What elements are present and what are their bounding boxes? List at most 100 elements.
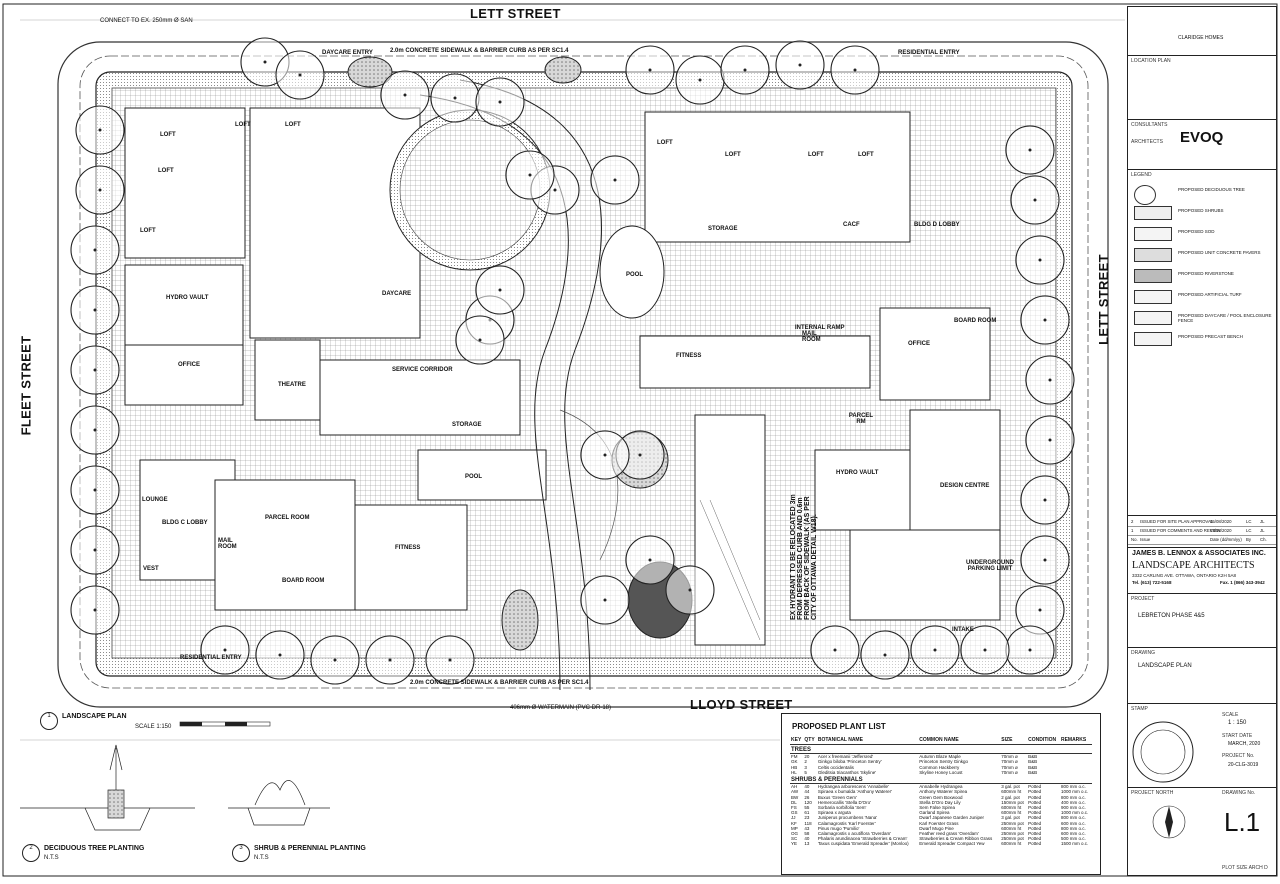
room-loft-5: LOFT xyxy=(285,122,301,128)
top-sidewalk-note: 2.0m CONCRETE SIDEWALK & BARRIER CURB AS… xyxy=(390,48,569,54)
plant-list-header-cell: COMMON NAME xyxy=(918,736,1001,745)
plant-list-cell: Potted xyxy=(1028,794,1042,800)
legend-swatch xyxy=(1134,248,1172,262)
tree-trunk-mark xyxy=(648,558,652,562)
plant-list-cell: Potted xyxy=(1028,841,1042,847)
tree-trunk-mark xyxy=(93,248,97,252)
plant-list-cell: 600mm ht xyxy=(1001,805,1022,811)
plant-list-cell: 61 xyxy=(804,810,810,816)
detail-3-title: SHRUB & PERENNIAL PLANTING xyxy=(254,845,366,852)
tree-trunk-mark xyxy=(1043,498,1047,502)
firm-sub: LANDSCAPE ARCHITECTS xyxy=(1132,560,1255,571)
plant-list-cell: Acer x freemanii 'Jeffersred' xyxy=(817,754,874,760)
plant-list-cell: Spiraea x bumalda 'Anthony Waterer' xyxy=(817,789,892,795)
legend-label: PROPOSED DAYCARE / POOL ENCLOSURE FENCE xyxy=(1178,313,1272,323)
tree-trunk-mark xyxy=(688,588,692,592)
project-label: PROJECT xyxy=(1131,596,1155,602)
plant-list-cell: Autumn Blaze Maple xyxy=(919,754,961,760)
plant-list-cell: FS xyxy=(791,805,797,811)
room-storage-e: STORAGE xyxy=(708,226,738,232)
room-vest: VEST xyxy=(143,566,159,572)
internal-ramp-label: INTERNAL RAMP xyxy=(795,325,845,331)
tree-trunk-mark xyxy=(528,173,532,177)
plant-list-cell: AW xyxy=(791,789,799,795)
plant-list-cell: 5 xyxy=(804,769,807,775)
tree-trunk-mark xyxy=(478,338,482,342)
plant-list-cell: Juniperus procumbens 'Nana' xyxy=(817,815,878,821)
plant-list-cell: 900 mm o.c. xyxy=(1060,805,1086,811)
firm-address: 3332 CARLING AVE. OTTAWA, ONTARIO K2H 5A… xyxy=(1132,573,1236,578)
tree-trunk-mark xyxy=(698,78,702,82)
issue-cell: 03/04/2020 xyxy=(1210,528,1232,533)
plant-list-cell: 13 xyxy=(804,841,810,847)
plant-list-cell: Princeton Sentry Ginkgo xyxy=(919,759,969,765)
legend-label: PROPOSED PRECAST BENCH xyxy=(1178,334,1243,339)
tree-trunk-mark xyxy=(93,308,97,312)
tree-trunk-mark xyxy=(553,188,557,192)
detail-1-scale: SCALE 1:150 xyxy=(135,724,172,730)
connect-san-note: CONNECT TO EX. 250mm Ø SAN xyxy=(100,18,193,24)
tree-trunk-mark xyxy=(388,658,392,662)
plant-list-cell: Common Hackberry xyxy=(919,764,960,770)
plant-list-cell: Potted xyxy=(1028,784,1042,790)
room-bldg-c-lobby: BLDG C LOBBY xyxy=(162,520,208,526)
plant-list-cell: 1000 mm o.c. xyxy=(1060,789,1089,795)
plant-list-cell: Gleditsia triacanthos 'Skyline' xyxy=(817,769,877,775)
plant-list-cell: 3 xyxy=(804,764,807,770)
room-storage-w: STORAGE xyxy=(452,422,482,428)
plant-list-cell: Strawberries & Cream Ribbon Grass xyxy=(919,836,993,842)
project-north-label: PROJECT NORTH xyxy=(1131,790,1174,796)
plant-list-cell: GS xyxy=(791,810,798,816)
project-no-label: PROJECT No. xyxy=(1222,753,1255,759)
legend-item: PROPOSED UNIT CONCRETE PAVERS xyxy=(1134,248,1274,262)
tree-trunk-mark xyxy=(853,68,857,72)
tree-trunk-mark xyxy=(603,453,607,457)
tree-trunk-mark xyxy=(93,368,97,372)
plant-list-cell: Buxus 'Green Gem' xyxy=(817,794,857,800)
plant-list-cell: 2 xyxy=(804,759,807,765)
tree-trunk-mark xyxy=(983,648,987,652)
detail-2-number: 2 xyxy=(22,844,40,862)
drawing-name: LANDSCAPE PLAN xyxy=(1138,663,1192,669)
plant-list-group-row: TREES xyxy=(790,744,1092,755)
room-loft-1: LOFT xyxy=(160,132,176,138)
plant-list-group-label: SHRUBS & PERENNIALS xyxy=(790,775,1092,785)
detail-1-number: 1 xyxy=(40,712,58,730)
room-loft-8: LOFT xyxy=(808,152,824,158)
plant-list-cell: HB xyxy=(791,764,798,770)
client-name: CLARIDGE HOMES xyxy=(1178,35,1224,41)
plant-list-header-cell: BOTANICAL NAME xyxy=(816,736,919,745)
tree-trunk-mark xyxy=(1033,198,1037,202)
room-design-centre: DESIGN CENTRE xyxy=(940,483,990,489)
tree-trunk-mark xyxy=(93,428,97,432)
start-date-label: START DATE xyxy=(1222,733,1253,739)
plant-list-cell: 1000 mm o.c. xyxy=(1060,810,1089,816)
plant-list-cell: 1500 mm o.c. xyxy=(1060,841,1089,847)
plant-list-cell: 55 xyxy=(804,805,810,811)
plant-list-cell: Dwarf Mugo Pine xyxy=(919,825,954,831)
plant-list-cell: 600mm ht xyxy=(1001,789,1022,795)
plant-list-cell: Potted xyxy=(1028,825,1042,831)
start-date-value: MARCH, 2020 xyxy=(1228,741,1261,747)
plot-size-label: PLOT SIZE ARCH D xyxy=(1222,865,1268,871)
plant-list-cell: 40 xyxy=(804,836,810,842)
room-bldg-d-lobby: BLDG D LOBBY xyxy=(914,222,960,228)
plant-list-cell: 400 mm o.c. xyxy=(1060,799,1086,805)
plant-list-cell: 800 mm o.c. xyxy=(1060,825,1086,831)
plant-list-cell: Anthony Waterer Spirea xyxy=(919,789,968,795)
room-loft-4: LOFT xyxy=(235,122,251,128)
plant-list-cell: 2 gal. pot xyxy=(1001,794,1020,800)
tree-trunk-mark xyxy=(1038,258,1042,262)
plant-list-cell: Green Gem Boxwood xyxy=(919,794,963,800)
plant-list-cell: 600 mm o.c. xyxy=(1060,820,1086,826)
tree-trunk-mark xyxy=(498,288,502,292)
detail-1-title: LANDSCAPE PLAN xyxy=(62,713,127,720)
plant-list-cell: Potted xyxy=(1028,831,1042,837)
